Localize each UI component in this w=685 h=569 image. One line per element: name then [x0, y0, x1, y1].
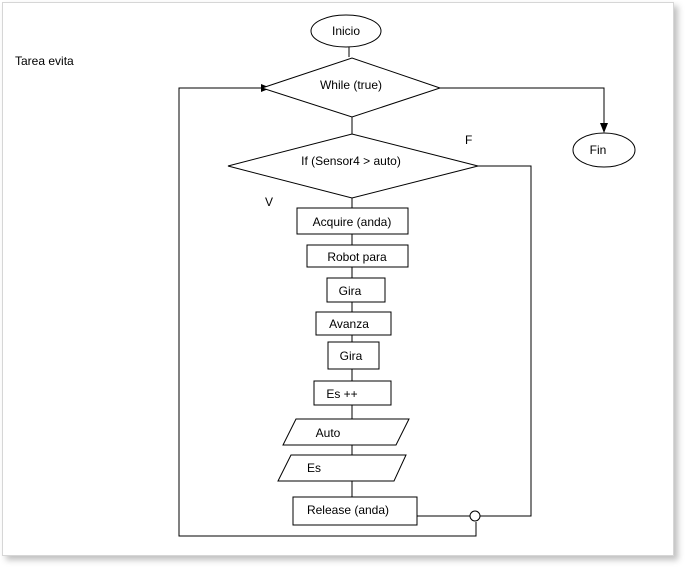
io-es: Es [277, 454, 407, 482]
step-robot-para-label: Robot para [327, 250, 387, 264]
connector-while-fin [440, 87, 608, 133]
io-auto: Auto [282, 418, 410, 446]
while-condition-label: While (true) [320, 78, 382, 92]
step-es-increment-label: Es ++ [326, 387, 357, 401]
end-label: Fin [590, 143, 607, 157]
start-terminal: Inicio [310, 14, 382, 48]
step-avanza-label: Avanza [329, 317, 369, 331]
step-gira-2: Gira [327, 341, 380, 370]
step-acquire-label: Acquire (anda) [313, 215, 392, 229]
connector-loop-back [178, 84, 477, 537]
io-auto-label: Auto [316, 426, 341, 440]
merge-connector [469, 510, 481, 522]
step-gira-2-label: Gira [340, 349, 363, 363]
step-acquire: Acquire (anda) [296, 207, 409, 235]
true-branch-label: V [265, 195, 273, 209]
end-terminal: Fin [572, 132, 636, 168]
step-gira-1-label: Gira [339, 284, 362, 298]
step-release-label: Release (anda) [307, 503, 389, 517]
diagram-caption: Tarea evita [15, 54, 74, 68]
step-robot-para: Robot para [306, 244, 409, 268]
start-label: Inicio [332, 24, 360, 38]
if-decision: If (Sensor4 > auto) [227, 133, 479, 199]
connector-if-false [478, 165, 532, 517]
step-gira-1: Gira [326, 277, 386, 303]
while-decision: While (true) [260, 57, 442, 118]
if-condition-label: If (Sensor4 > auto) [301, 154, 401, 168]
false-branch-label: F [465, 133, 472, 147]
step-release: Release (anda) [292, 496, 418, 526]
step-avanza: Avanza [315, 311, 392, 336]
io-es-label: Es [307, 461, 321, 475]
step-es-increment: Es ++ [313, 380, 392, 406]
